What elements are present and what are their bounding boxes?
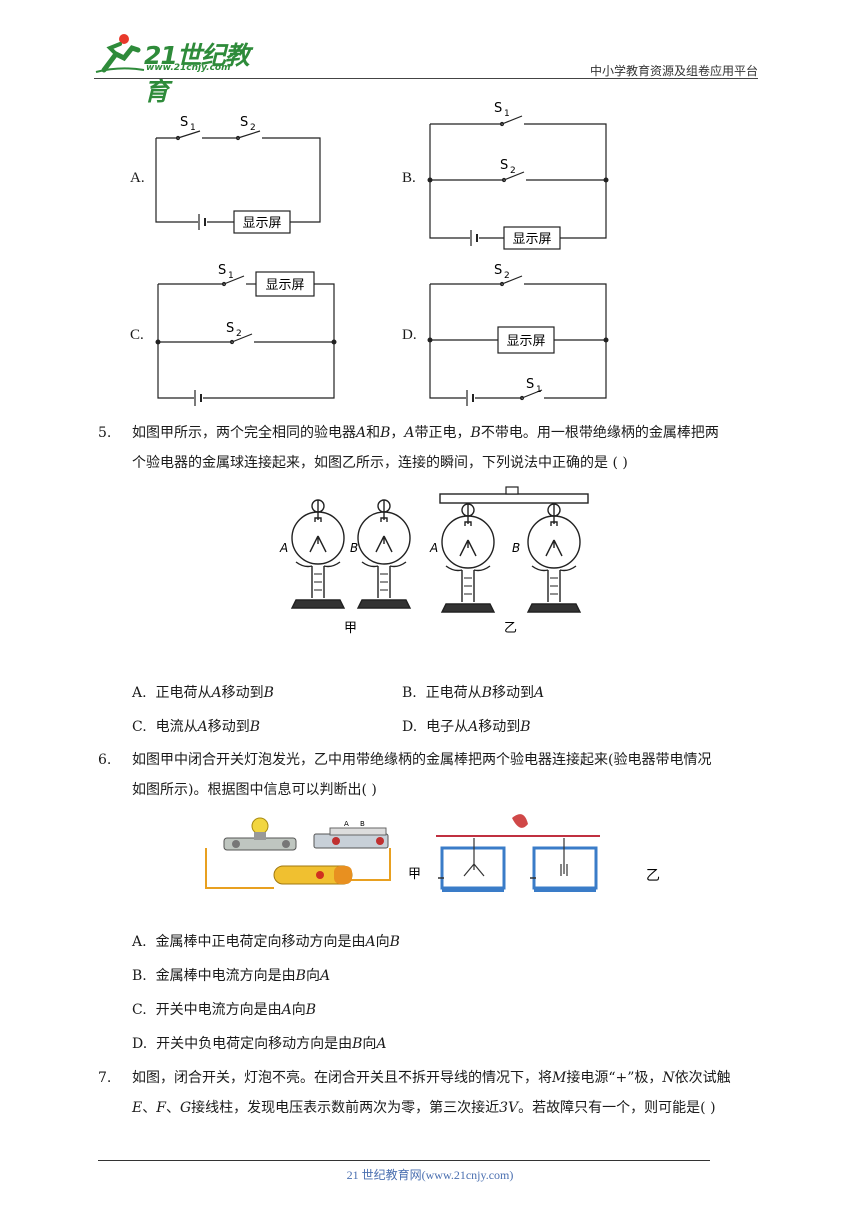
svg-text:A: A — [429, 541, 438, 555]
circuit-diagram-c: 显示屏 S 1 S 2 — [155, 263, 337, 406]
circuit-label-a: A. — [130, 170, 145, 186]
svg-text:2: 2 — [510, 166, 516, 176]
svg-text:2: 2 — [504, 271, 510, 281]
q5-option-b[interactable]: B. 正电荷从B移动到A — [402, 685, 545, 701]
svg-text:B: B — [350, 541, 358, 555]
svg-text:S: S — [526, 377, 534, 392]
svg-text:S: S — [180, 115, 188, 130]
q5-line-1: 如图甲所示，两个完全相同的验电器A和B，A带正电，B不带电。用一根带绝缘柄的金属… — [132, 425, 719, 441]
svg-text:显示屏: 显示屏 — [506, 334, 545, 349]
svg-text:1: 1 — [504, 109, 510, 119]
svg-text:乙: 乙 — [504, 621, 517, 634]
circuit-label-b: B. — [402, 170, 416, 186]
svg-text:A: A — [279, 541, 288, 555]
svg-text:显示屏: 显示屏 — [512, 232, 551, 247]
circuit-label-d: D. — [402, 327, 417, 343]
svg-text:S: S — [240, 115, 248, 130]
q7-line-2: E、F、G接线柱，发现电压表示数前两次为零，第三次接近3V。若故障只有一个，则可… — [132, 1100, 716, 1116]
svg-text:乙: 乙 — [646, 868, 660, 884]
logo-text: 21世纪教育 — [144, 41, 250, 106]
circuit-diagram-d: 显示屏 S 2 S 1 — [427, 263, 609, 406]
svg-text:S: S — [218, 263, 226, 278]
q6-line-2: 如图所示)。根据图中信息可以判断出( ) — [132, 782, 377, 798]
svg-text:1: 1 — [536, 385, 542, 395]
q5-line-2: 个验电器的金属球连接起来，如图乙所示，连接的瞬间，下列说法中正确的是 ( ) — [132, 455, 628, 471]
svg-text:显示屏: 显示屏 — [265, 278, 304, 293]
svg-text:1: 1 — [228, 271, 234, 281]
q5-option-d[interactable]: D. 电子从A移动到B — [402, 719, 531, 735]
svg-text:甲: 甲 — [344, 621, 357, 634]
q6-line-1: 如图甲中闭合开关灯泡发光，乙中用带绝缘柄的金属棒把两个验电器连接起来(验电器带电… — [132, 752, 712, 768]
svg-text:2: 2 — [236, 329, 242, 339]
svg-text:S: S — [226, 321, 234, 336]
svg-text:S: S — [500, 158, 508, 173]
footer-divider — [98, 1160, 710, 1161]
site-logo: 21世纪教育 www.21cnjy.com — [94, 30, 264, 106]
question-6: 6. 如图甲中闭合开关灯泡发光，乙中用带绝缘柄的金属棒把两个验电器连接起来(验电… — [98, 745, 768, 805]
runner-logo-icon — [95, 34, 145, 73]
page-header: 21世纪教育 www.21cnjy.com 中小学教育资源及组卷应用平台 — [94, 30, 758, 106]
question-7: 7. 如图，闭合开关，灯泡不亮。在闭合开关且不拆开导线的情况下，将M接电源“+”… — [98, 1063, 768, 1123]
circuit-diagram-a: 显示屏 S 1 S 2 — [155, 115, 321, 234]
svg-text:2: 2 — [250, 123, 256, 133]
q6-option-c[interactable]: C. 开关中电流方向是由A向B — [132, 1002, 316, 1018]
q6-option-d[interactable]: D. 开关中负电荷定向移动方向是由B向A — [132, 1036, 387, 1052]
electroscope-figure: A B A B 甲 乙 — [279, 486, 589, 634]
circuit-diagram-b: 显示屏 S 1 S 2 — [427, 101, 609, 250]
svg-text:1: 1 — [190, 123, 196, 133]
question-5: 5. 如图甲所示，两个完全相同的验电器A和B，A带正电，B不带电。用一根带绝缘柄… — [98, 418, 768, 478]
q5-option-a[interactable]: A. 正电荷从A移动到B — [132, 685, 274, 701]
svg-text:A: A — [344, 820, 349, 828]
header-divider — [94, 78, 758, 79]
q6-option-b[interactable]: B. 金属棒中电流方向是由B向A — [132, 968, 331, 984]
platform-name: 中小学教育资源及组卷应用平台 — [589, 64, 758, 78]
q6-figure: A B 甲 乙 — [205, 814, 660, 892]
svg-text:甲: 甲 — [408, 867, 421, 882]
logo-url: www.21cnjy.com — [146, 63, 231, 73]
circuit-label-c: C. — [130, 327, 144, 343]
svg-text:S: S — [494, 101, 502, 116]
q6-option-a[interactable]: A. 金属棒中正电荷定向移动方向是由A向B — [132, 934, 400, 950]
svg-text:B: B — [360, 820, 365, 828]
display-label: 显示屏 — [242, 216, 281, 231]
q5-option-c[interactable]: C. 电流从A移动到B — [132, 719, 260, 735]
svg-text:S: S — [494, 263, 502, 278]
svg-text:B: B — [512, 541, 520, 555]
q7-line-1: 如图，闭合开关，灯泡不亮。在闭合开关且不拆开导线的情况下，将M接电源“+”极，N… — [132, 1070, 731, 1086]
page-footer: 21 世纪教育网(www.21cnjy.com) — [346, 1168, 514, 1182]
